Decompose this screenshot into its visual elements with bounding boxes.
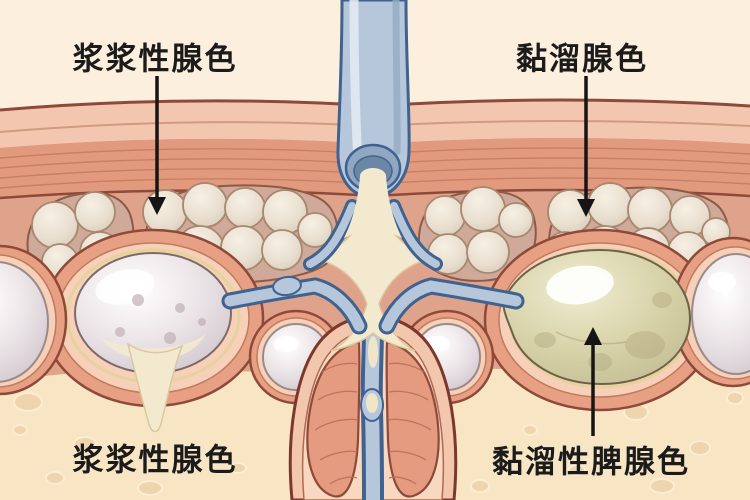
accessory-bulbs	[0, 253, 750, 391]
duct-system	[221, 199, 525, 335]
duct-node	[272, 275, 302, 297]
top-left-arrow	[148, 76, 166, 215]
serous-secretion-drip	[126, 342, 184, 433]
bottom-right-arrow	[584, 327, 602, 436]
label-top-left: 浆浆性腺色	[72, 41, 238, 77]
lower-muscle-lobes	[288, 315, 458, 500]
label-top-right: 黏溜腺色	[516, 41, 648, 77]
top-right-arrow	[577, 76, 595, 217]
main-duct-tube	[336, 0, 411, 238]
mucous-gland	[502, 248, 692, 386]
annotation-arrows	[148, 76, 602, 436]
duct-secretion-flow	[344, 176, 402, 238]
label-bottom-right: 黏溜性脾腺色	[492, 444, 690, 480]
label-bottom-left: 浆浆性腺色	[72, 442, 238, 478]
serous-gland	[74, 252, 232, 433]
